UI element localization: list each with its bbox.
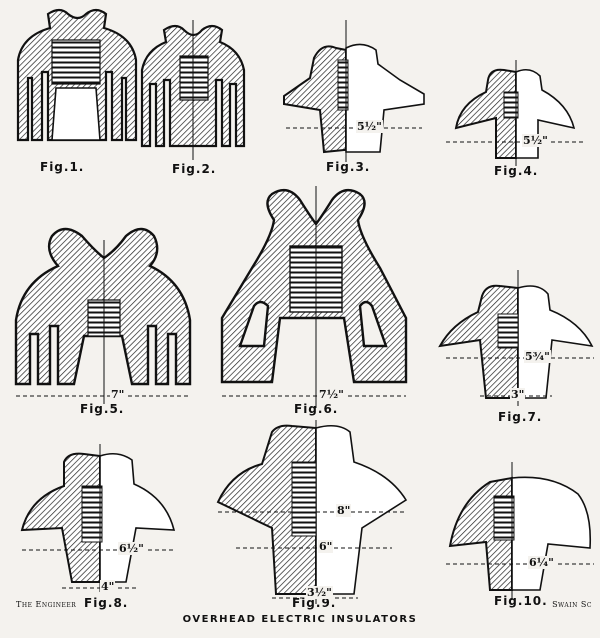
fig3-thread — [337, 59, 349, 111]
fig8-right-half — [99, 452, 176, 583]
fig3-dimension-label: 5½" — [356, 120, 383, 133]
fig4-thread — [503, 91, 519, 119]
fig7-thread — [497, 313, 519, 349]
fig6-dimension-label: 7½" — [318, 388, 345, 401]
fig8-thread — [81, 485, 103, 543]
fig5-dimension-label: 7" — [110, 388, 126, 401]
plate-caption: OVERHEAD ELECTRIC INSULATORS — [182, 614, 418, 625]
figure-1-insulator — [16, 8, 138, 142]
fig7-right-half — [517, 285, 594, 399]
figure-3-insulator — [283, 20, 425, 162]
fig5-label: Fig.5. — [80, 402, 125, 416]
fig9-label: Fig.9. — [292, 596, 337, 610]
fig9-middle-dimension-label: 6" — [318, 540, 334, 553]
fig2-thread — [179, 55, 209, 101]
figure-5-insulator — [14, 227, 192, 404]
fig6-label: Fig.6. — [294, 402, 339, 416]
fig7-base-dimension-label: 3" — [510, 388, 526, 401]
fig9-right-half — [315, 424, 408, 595]
credit-right: Swain Sc — [552, 600, 592, 609]
fig8-dimension-label: 6½" — [118, 542, 145, 555]
fig9-base-dimension-label: 3½" — [306, 586, 333, 599]
figure-7-insulator — [438, 270, 594, 406]
figure-4-insulator — [446, 60, 586, 166]
fig3-left-half — [283, 45, 347, 154]
fig4-dimension-label: 5½" — [522, 134, 549, 147]
fig1-label: Fig.1. — [40, 160, 85, 174]
figure-8-insulator — [20, 444, 176, 592]
fig9-thread — [291, 461, 317, 537]
credit-left: The Engineer — [16, 600, 77, 609]
fig9-dimension-label: 8" — [336, 504, 352, 517]
fig4-left-half — [454, 68, 517, 159]
figure-6-insulator — [220, 186, 408, 408]
figure-10-insulator — [446, 462, 594, 600]
fig1-thread — [51, 39, 101, 85]
fig3-label: Fig.3. — [326, 160, 371, 174]
fig2-label: Fig.2. — [172, 162, 217, 176]
fig10-thread — [493, 495, 515, 541]
fig10-right-half — [511, 476, 592, 591]
fig10-dimension-label: 6¼" — [528, 556, 555, 569]
figure-9-insulator — [216, 420, 408, 604]
fig8-label: Fig.8. — [84, 596, 129, 610]
fig7-label: Fig.7. — [498, 410, 543, 424]
fig7-dimension-label: 5¾" — [524, 350, 551, 363]
fig10-label: Fig.10. — [494, 594, 548, 608]
fig4-label: Fig.4. — [494, 164, 539, 178]
fig8-base-dimension-label: 4" — [100, 580, 116, 593]
fig1-bore — [51, 87, 101, 141]
fig3-right-half — [345, 43, 425, 153]
figure-2-insulator — [140, 20, 246, 160]
